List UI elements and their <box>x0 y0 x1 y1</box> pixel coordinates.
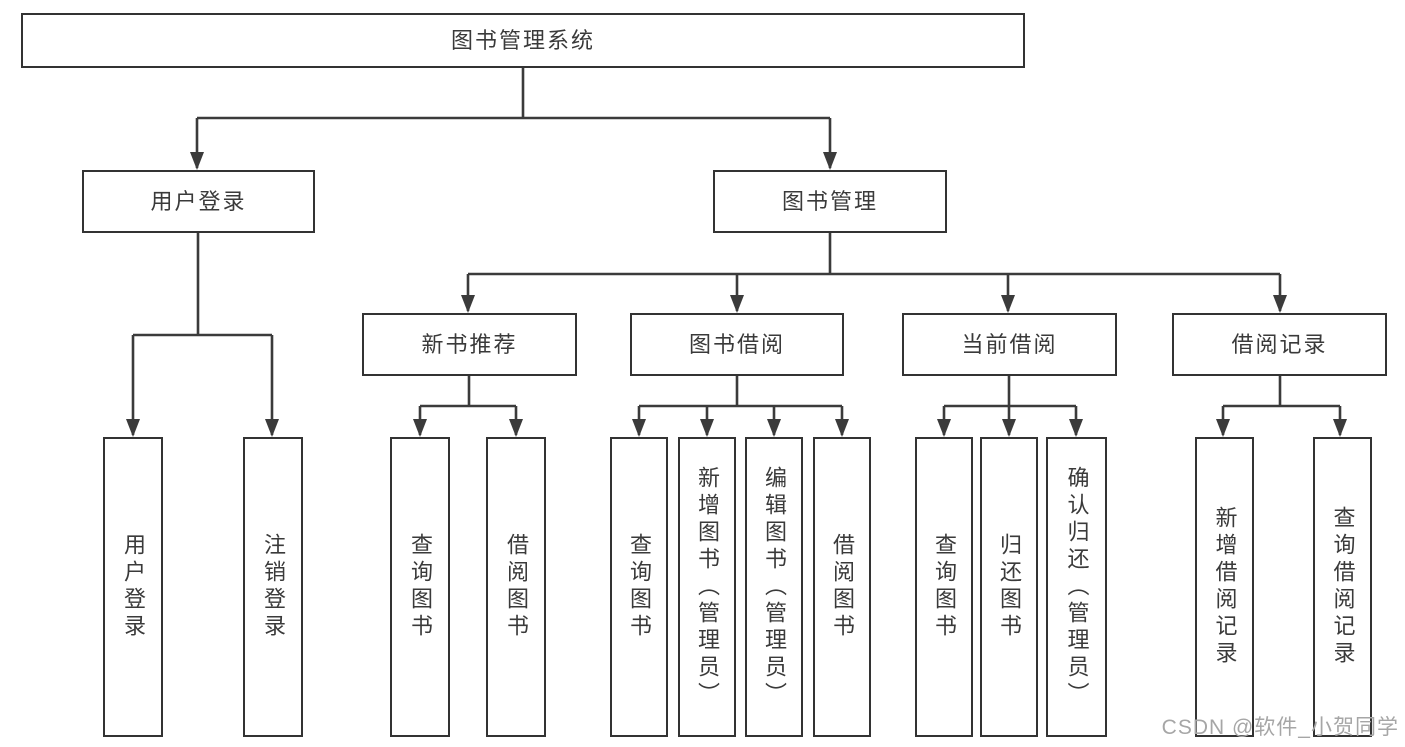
leaf-query-books-borrowing: 查询图书 <box>610 437 668 737</box>
leaf-logout: 注销登录 <box>243 437 303 737</box>
node-borrowing-records: 借阅记录 <box>1172 313 1387 376</box>
node-book-management: 图书管理 <box>713 170 947 233</box>
watermark: CSDN @软件_小贺同学 <box>1161 716 1399 739</box>
leaf-user-login: 用户登录 <box>103 437 163 737</box>
leaf-query-books-current: 查询图书 <box>915 437 973 737</box>
leaf-query-books-recommend: 查询图书 <box>390 437 450 737</box>
node-current-borrowing: 当前借阅 <box>902 313 1117 376</box>
node-book-borrowing: 图书借阅 <box>630 313 844 376</box>
leaf-return-books: 归还图书 <box>980 437 1038 737</box>
leaf-add-books-admin: 新增图书（管理员） <box>678 437 736 737</box>
leaf-borrow-books-recommend: 借阅图书 <box>486 437 546 737</box>
node-user-login: 用户登录 <box>82 170 315 233</box>
node-new-book-recommendation: 新书推荐 <box>362 313 577 376</box>
leaf-confirm-return-admin: 确认归还（管理员） <box>1046 437 1107 737</box>
leaf-query-borrow-record: 查询借阅记录 <box>1313 437 1372 737</box>
node-library-management-system: 图书管理系统 <box>21 13 1025 68</box>
leaf-borrow-books-borrowing: 借阅图书 <box>813 437 871 737</box>
leaf-edit-books-admin: 编辑图书（管理员） <box>745 437 803 737</box>
leaf-add-borrow-record: 新增借阅记录 <box>1195 437 1254 737</box>
